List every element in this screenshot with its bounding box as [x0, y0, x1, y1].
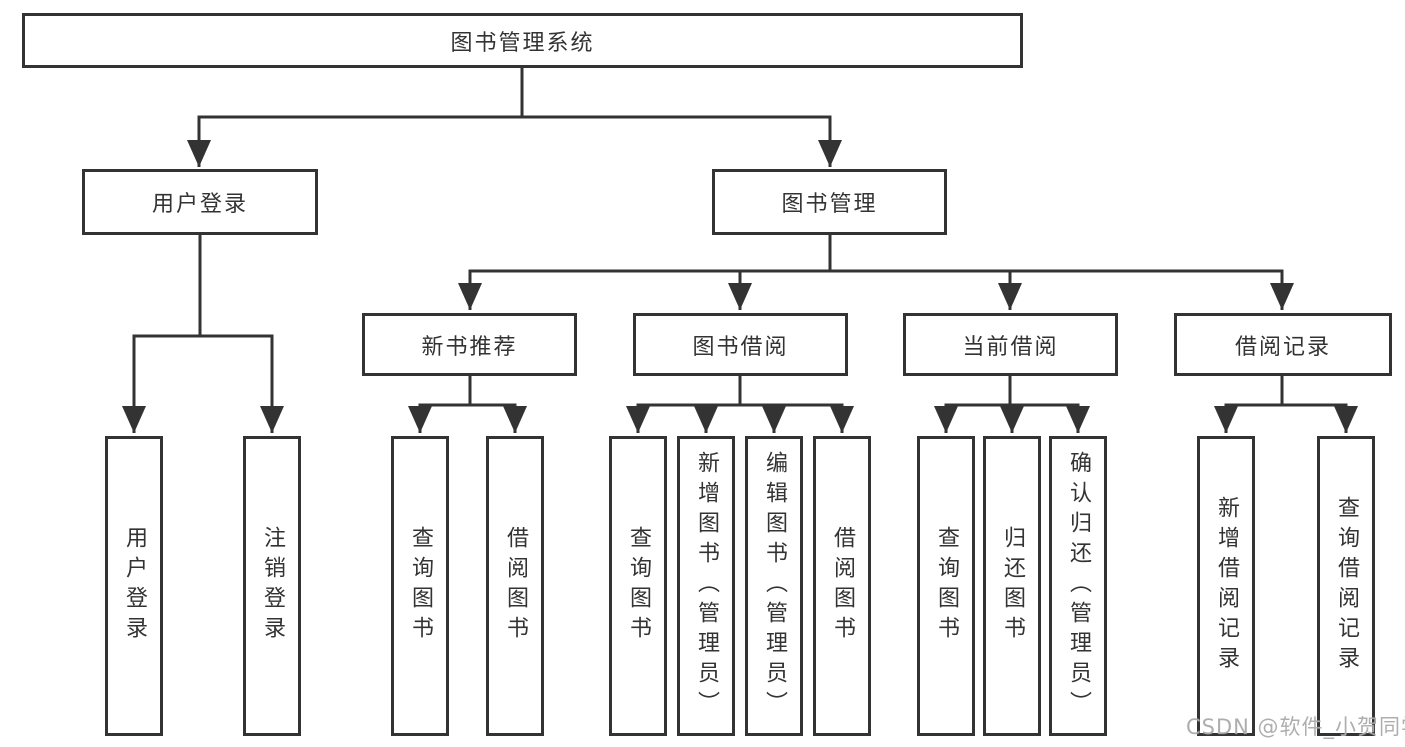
- node-current-borrowing: 当前借阅: [903, 313, 1118, 376]
- leaf-borrow-books: 借阅图书: [813, 436, 871, 736]
- leaf-query-borrow-record-label: 查询借阅记录: [1334, 496, 1359, 676]
- leaf-query-borrow-record: 查询借阅记录: [1317, 436, 1375, 736]
- leaf-borrow-books-recommend-label: 借阅图书: [503, 526, 528, 646]
- leaf-edit-books-admin: 编辑图书（管理员）: [745, 436, 803, 736]
- leaf-query-books-borrowing-label: 查询图书: [626, 526, 651, 646]
- leaf-add-books-admin-label: 新增图书（管理员）: [694, 451, 719, 721]
- leaf-query-books-current: 查询图书: [917, 436, 975, 736]
- leaf-query-books-recommend: 查询图书: [391, 436, 449, 736]
- leaf-confirm-return-admin: 确认归还（管理员）: [1049, 436, 1107, 736]
- leaf-return-books: 归还图书: [983, 436, 1041, 736]
- leaf-query-books-recommend-label: 查询图书: [408, 526, 433, 646]
- leaf-query-books-borrowing: 查询图书: [609, 436, 667, 736]
- leaf-borrow-books-label: 借阅图书: [830, 526, 855, 646]
- node-book-management: 图书管理: [712, 169, 947, 235]
- leaf-user-login-label: 用户登录: [122, 526, 147, 646]
- leaf-add-borrow-record-label: 新增借阅记录: [1214, 496, 1239, 676]
- leaf-return-books-label: 归还图书: [1000, 526, 1025, 646]
- leaf-edit-books-admin-label: 编辑图书（管理员）: [762, 451, 787, 721]
- leaf-add-borrow-record: 新增借阅记录: [1197, 436, 1255, 736]
- leaf-user-login: 用户登录: [105, 436, 163, 736]
- node-new-book-recommend: 新书推荐: [362, 313, 577, 376]
- node-book-borrowing: 图书借阅: [633, 313, 848, 376]
- leaf-borrow-books-recommend: 借阅图书: [486, 436, 544, 736]
- leaf-query-books-current-label: 查询图书: [934, 526, 959, 646]
- node-borrow-records: 借阅记录: [1174, 313, 1392, 376]
- node-user-login: 用户登录: [82, 169, 318, 235]
- leaf-confirm-return-admin-label: 确认归还（管理员）: [1066, 451, 1091, 721]
- csdn-watermark: CSDN @软件_小贺同学: [1186, 715, 1405, 739]
- leaf-logout: 注销登录: [243, 436, 301, 736]
- leaf-logout-label: 注销登录: [260, 526, 285, 646]
- node-book-management-system: 图书管理系统: [22, 13, 1023, 68]
- leaf-add-books-admin: 新增图书（管理员）: [677, 436, 735, 736]
